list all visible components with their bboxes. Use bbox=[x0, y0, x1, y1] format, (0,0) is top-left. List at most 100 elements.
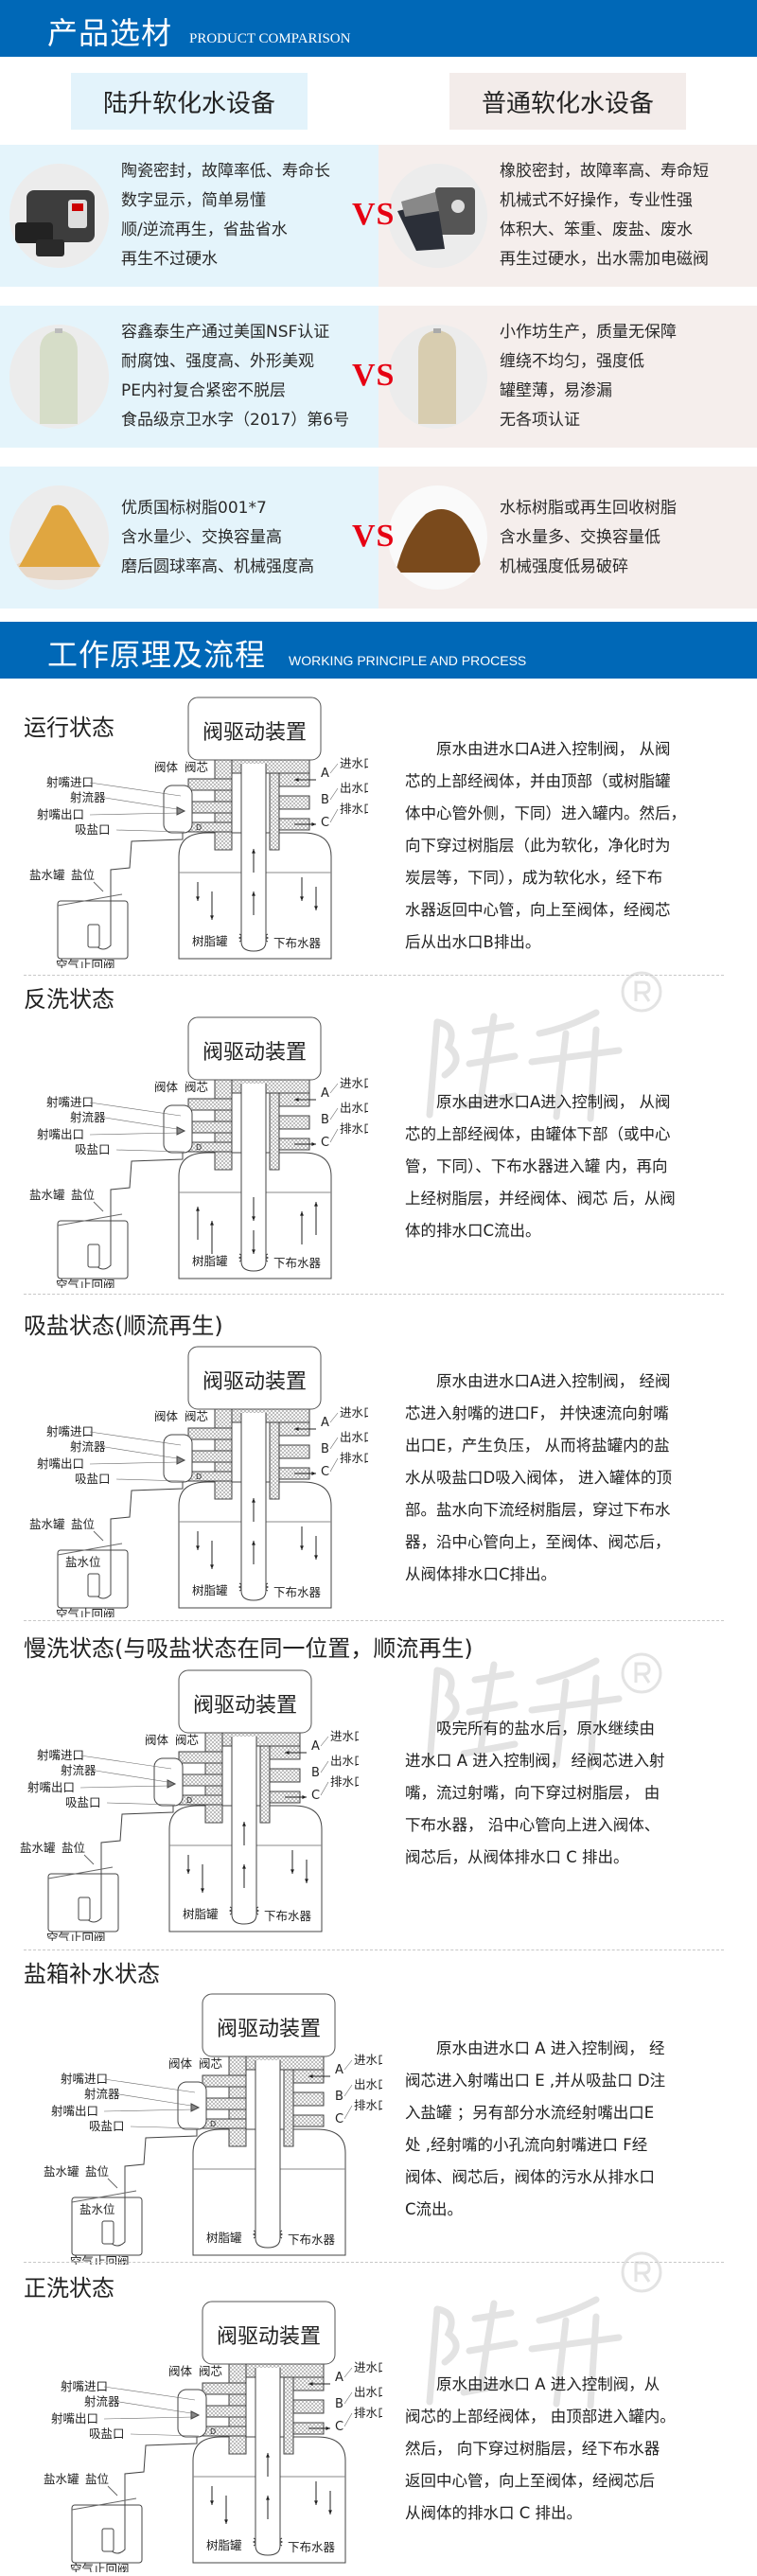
diagram-label: 排水口 bbox=[340, 1121, 368, 1136]
description-line: 部。盐水向下流经树脂层，穿过下布水 bbox=[405, 1501, 671, 1519]
process-state-section: 吸盐状态(顺流再生) bbox=[0, 1294, 757, 1621]
diagram-label: 射流器 bbox=[70, 790, 106, 804]
control-valve-digital-image bbox=[9, 164, 109, 268]
flow-arrow bbox=[308, 2426, 330, 2430]
description-line: 嘴，流过射嘴，向下穿过树脂层， 由 bbox=[405, 1784, 660, 1802]
generic-tag: 普通软化水设备 bbox=[449, 73, 686, 130]
distributor bbox=[238, 1582, 270, 1592]
process-state-section: 运行状态 bbox=[0, 679, 757, 975]
flow-arrow bbox=[252, 891, 255, 915]
diagram-label: 阀驱动装置 bbox=[193, 1694, 297, 1718]
valve-actuator-box bbox=[187, 1016, 322, 1081]
diagram-label: 树脂罐 bbox=[192, 1583, 228, 1597]
diagram-label: B bbox=[335, 2397, 343, 2411]
center-tube bbox=[255, 2060, 281, 2249]
diagram-label: 进水口 bbox=[340, 1076, 368, 1090]
diagram-label: 射嘴出口 bbox=[37, 1127, 84, 1141]
diagram-label: 盐位 bbox=[71, 1517, 95, 1531]
air-check-valve bbox=[87, 924, 100, 948]
flow-arrow bbox=[308, 2074, 330, 2078]
process-title: 工作原理及流程 bbox=[47, 637, 267, 673]
description-line: 吸完所有的盐水后，原水继续由 bbox=[436, 1720, 655, 1738]
brine-line bbox=[109, 2437, 198, 2554]
feature-line: 陶瓷密封，故障率低、寿命长 bbox=[121, 162, 330, 181]
diagram-label: 射嘴进口 bbox=[46, 775, 94, 789]
brine-tank bbox=[57, 1220, 129, 1279]
description-line: 器，沿中心管向上，至阀体、阀芯后， bbox=[405, 1533, 671, 1551]
flow-arrow bbox=[266, 2453, 270, 2477]
feature-line: PE内衬复合紧密不脱层 bbox=[121, 381, 286, 400]
flow-arrow bbox=[328, 2491, 332, 2514]
diagram-label: 盐水罐 bbox=[44, 2164, 79, 2179]
brine-tank bbox=[47, 1873, 119, 1932]
diagram-label: 吸盐口 bbox=[75, 822, 111, 837]
comparison-header: 产品选材 PRODUCT COMPARISON bbox=[0, 0, 757, 57]
flow-arrow bbox=[210, 1541, 214, 1569]
diagram-label: 盐水位 bbox=[65, 1555, 101, 1569]
diagram-label: 盐位 bbox=[71, 868, 95, 882]
state-description: 原水由进水口 A 进入控制阀，从阀芯的上部经阀体， 由顶部进入罐内。然后， 向下… bbox=[405, 2369, 736, 2530]
generic-cell: 小作坊生产，质量无保障缠绕不均匀，强度低罐壁薄，易渗漏无各项认证 bbox=[378, 306, 757, 448]
flow-arrow bbox=[314, 887, 318, 910]
feature-line: 顺/逆流再生，省盐省水 bbox=[121, 221, 288, 239]
control-valve-mechanical-image bbox=[388, 164, 487, 268]
diagram-label: A bbox=[311, 1739, 320, 1754]
feature-line: 橡胶密封，故障率高、寿命短 bbox=[500, 162, 709, 181]
air-check-valve bbox=[87, 1244, 100, 1268]
diagram-label: 射流器 bbox=[61, 1763, 97, 1777]
diagram-label: 盐水罐 bbox=[29, 1188, 65, 1202]
salt-level-line bbox=[47, 1866, 114, 1879]
diagram-label: 下布水器 bbox=[288, 2232, 336, 2247]
diagram-label: 射流器 bbox=[84, 2394, 120, 2408]
comparison-title: 产品选材 bbox=[47, 15, 173, 51]
flow-arrow bbox=[252, 1230, 255, 1254]
description-line: 管，下同）、下布水器进入罐 内，再向 bbox=[405, 1157, 668, 1175]
diagram-label: 盐位 bbox=[85, 2164, 109, 2179]
feature-line: 优质国标树脂001*7 bbox=[121, 498, 267, 518]
description-line: 进水口 A 进入控制阀， 经阀芯进入射 bbox=[405, 1752, 665, 1770]
diagram-label: A bbox=[321, 767, 329, 781]
diagram-label: 进水口 bbox=[330, 1729, 359, 1743]
description-line: 阀芯的上部经阀体， 由顶部进入罐内。 bbox=[405, 2408, 676, 2426]
feature-line: 机械强度低易破碎 bbox=[500, 556, 628, 576]
section-divider bbox=[24, 2262, 724, 2263]
diagram-label: A bbox=[335, 2371, 343, 2385]
diagram-label: 盐水罐 bbox=[29, 1517, 65, 1531]
diagram-label: 阀驱动装置 bbox=[202, 721, 307, 745]
feature-line: 机械式不好操作，专业性强 bbox=[500, 191, 693, 210]
flow-arrow bbox=[300, 1211, 304, 1244]
diagram-label: 射嘴进口 bbox=[61, 2379, 108, 2393]
diagram-label: 进水口 bbox=[340, 756, 368, 770]
state-title: 反洗状态 bbox=[24, 986, 114, 1013]
feature-line: 数字显示，简单易懂 bbox=[121, 191, 266, 210]
diagram-label: 射嘴出口 bbox=[51, 2411, 98, 2426]
distributor bbox=[238, 1253, 270, 1262]
diagram-label: 射流器 bbox=[70, 1439, 106, 1454]
frp-tank-beige-image bbox=[388, 325, 487, 429]
diagram-label: 空气止回阀 bbox=[56, 1607, 115, 1617]
state-title: 吸盐状态(顺流再生) bbox=[24, 1313, 223, 1339]
diagram-label: 下布水器 bbox=[273, 936, 322, 950]
distributor bbox=[228, 1906, 260, 1915]
diagram-label: 阀芯 bbox=[175, 1733, 199, 1747]
process-state-section: 反洗状态 bbox=[0, 975, 757, 1294]
diagram-label: 射嘴进口 bbox=[37, 1748, 84, 1762]
diagram-label: 盐水罐 bbox=[20, 1841, 56, 1855]
diagram-label: 阀驱动装置 bbox=[202, 1041, 307, 1065]
diagram-label: 排水口 bbox=[354, 2406, 382, 2420]
description-line: 出口E，产生负压， 从而将盐罐内的盐 bbox=[405, 1437, 670, 1455]
diagram-label: 下布水器 bbox=[288, 2540, 336, 2554]
vs-label: VS bbox=[352, 197, 396, 232]
diagram-label: 进水口 bbox=[340, 1405, 368, 1420]
feature-line: 体积大、笨重、废盐、废水 bbox=[500, 221, 693, 239]
description-line: 阀芯后，从阀体排水口 C 排出。 bbox=[405, 1848, 629, 1866]
description-line: 原水由进水口A进入控制阀， 从阀 bbox=[436, 1093, 671, 1111]
diagram-label: 盐水罐 bbox=[29, 868, 65, 882]
